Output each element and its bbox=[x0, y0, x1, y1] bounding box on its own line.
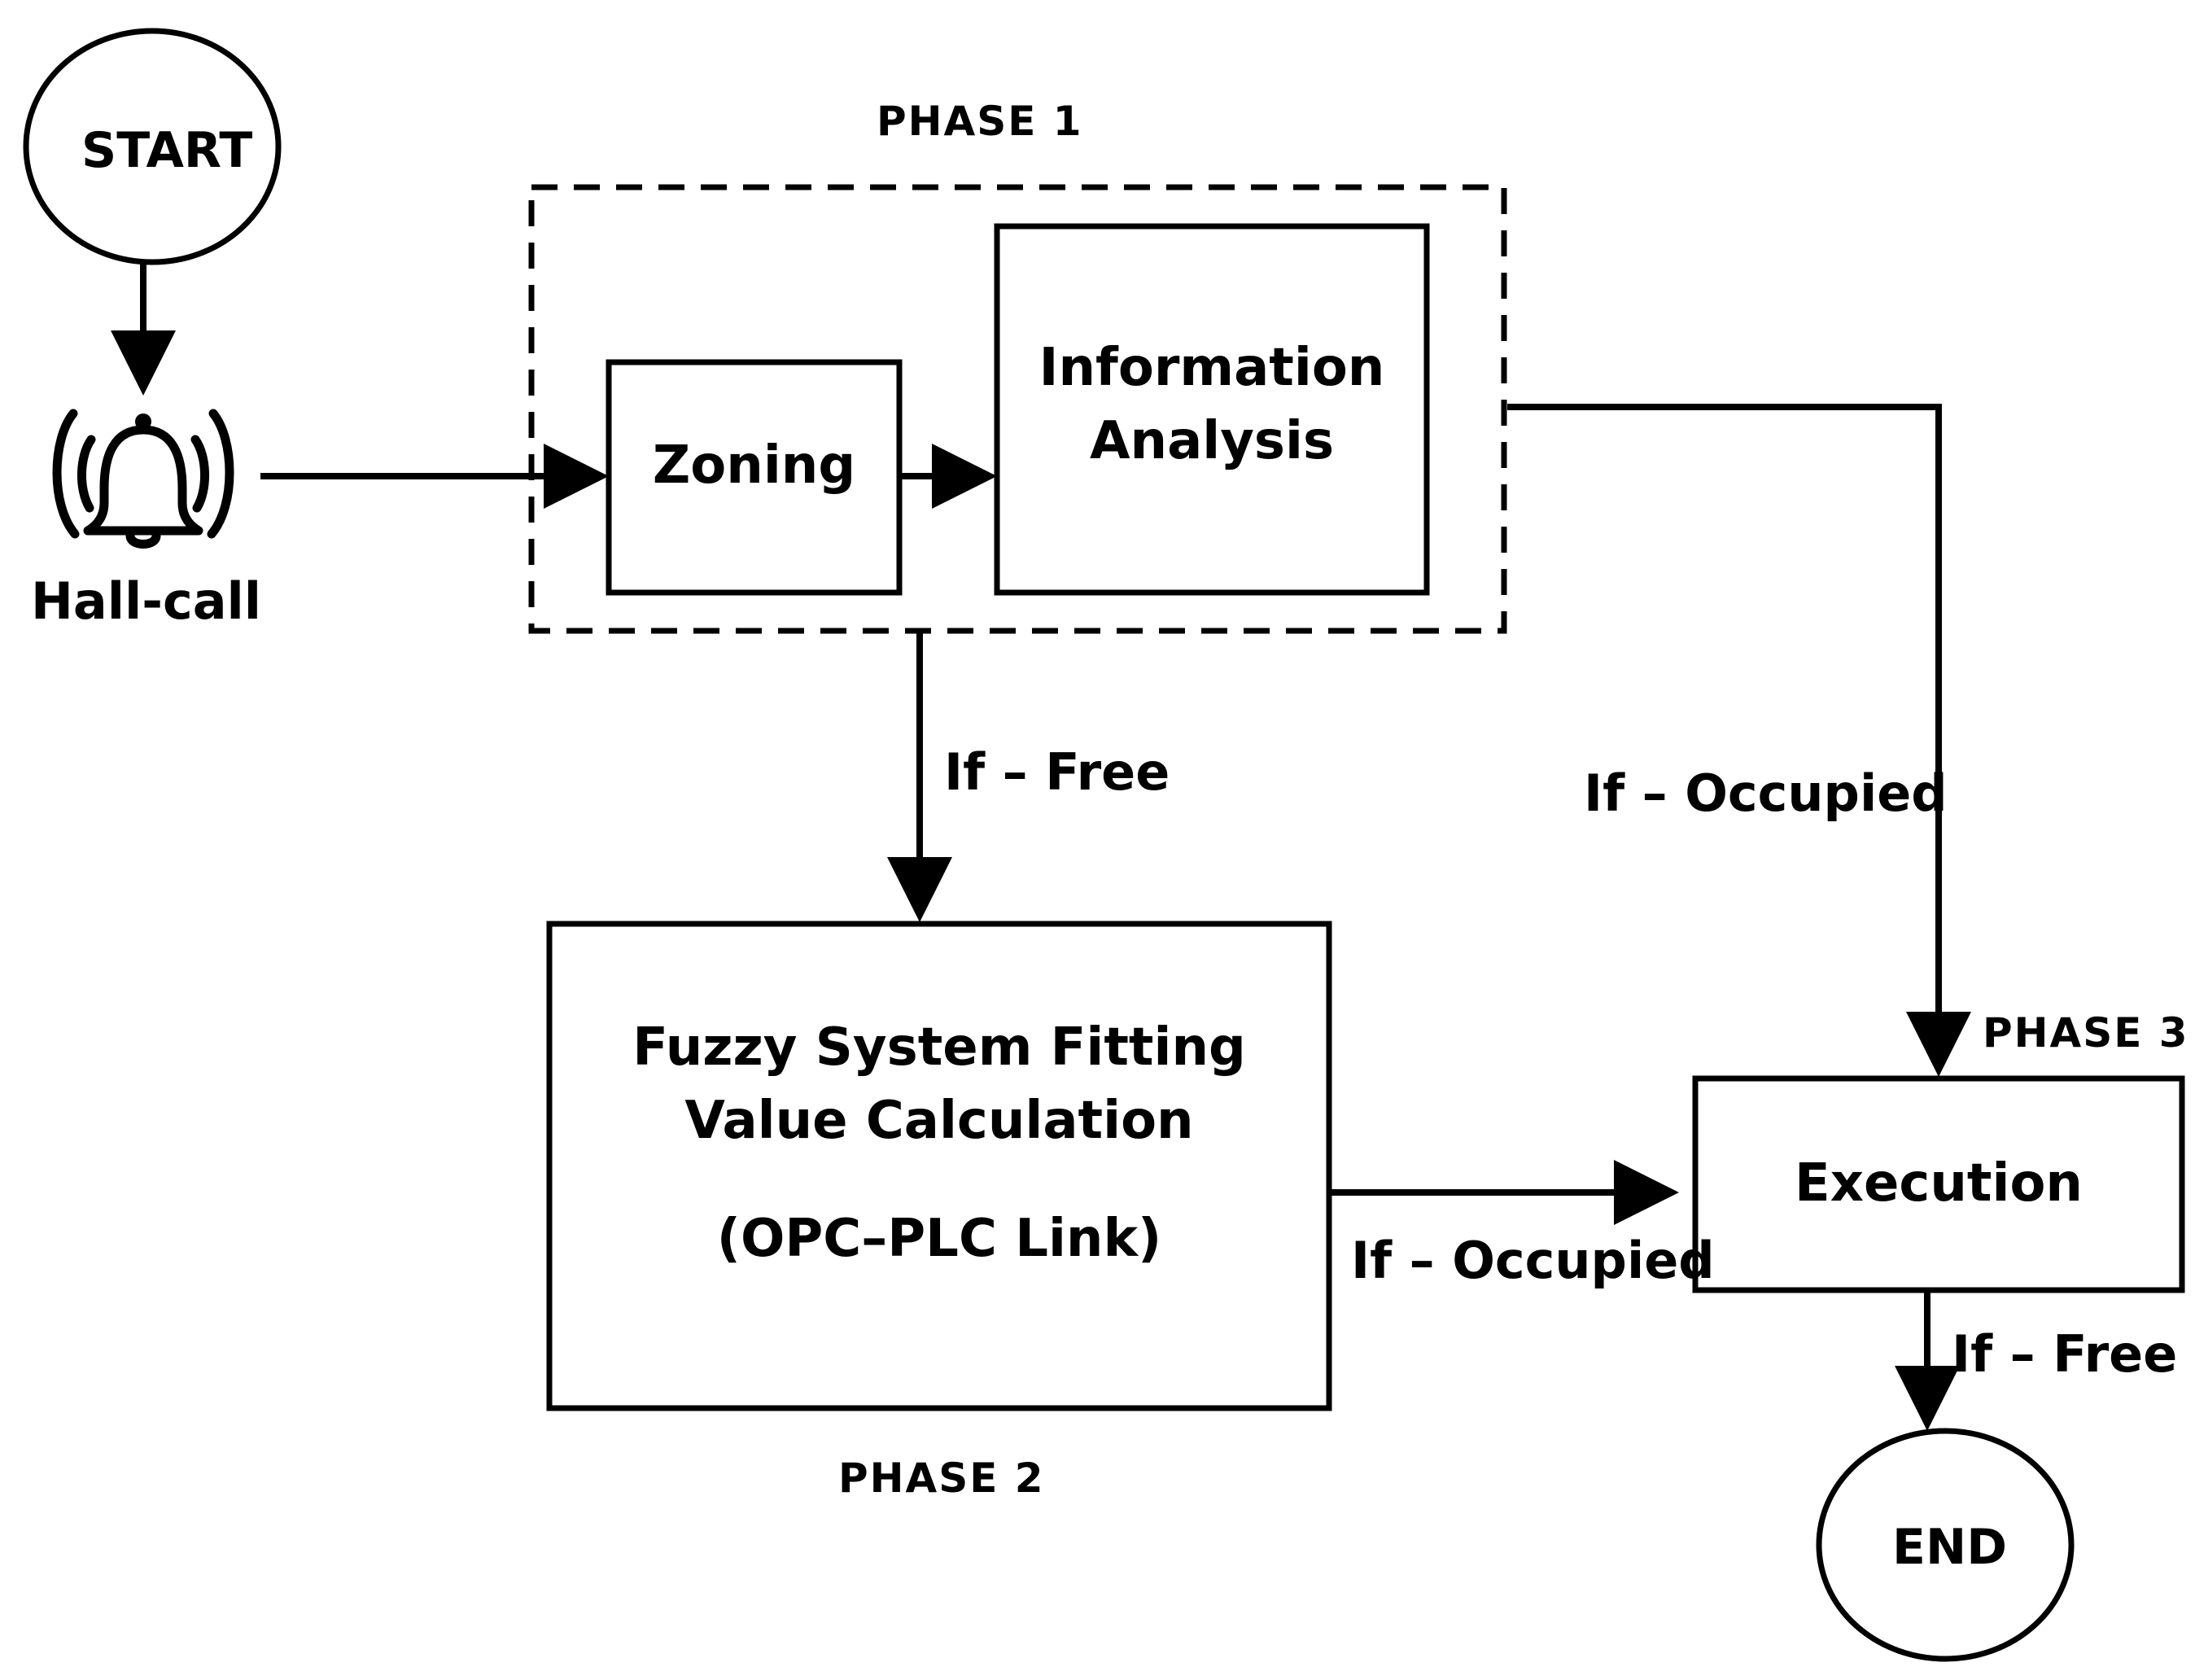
cond-phase3-free: If – Free bbox=[1952, 1324, 2178, 1384]
phase2-label: PHASE 2 bbox=[838, 1455, 1045, 1502]
fuzzy-line1: Fuzzy System Fitting bbox=[632, 1017, 1246, 1078]
zoning-label: Zoning bbox=[652, 435, 856, 496]
fuzzy-line2: Value Calculation bbox=[684, 1091, 1194, 1151]
phase1-label: PHASE 1 bbox=[877, 98, 1083, 145]
info-analysis-line2: Analysis bbox=[1089, 411, 1335, 471]
info-analysis-line1: Information bbox=[1038, 338, 1385, 398]
arrow-phase1-to-execution bbox=[1507, 404, 1971, 1077]
information-analysis-box bbox=[994, 223, 1430, 596]
end-label: END bbox=[1892, 1519, 2008, 1576]
phase3-label: PHASE 3 bbox=[1983, 1009, 2189, 1057]
start-label: START bbox=[81, 122, 253, 179]
execution-label: Execution bbox=[1795, 1153, 2083, 1214]
start-terminal bbox=[23, 28, 282, 265]
phase1-container bbox=[528, 184, 1507, 634]
end-terminal bbox=[1816, 1428, 2075, 1662]
fuzzy-line3: (OPC–PLC Link) bbox=[716, 1209, 1162, 1269]
hallcall-label: Hall-call bbox=[31, 571, 262, 631]
cond-phase2-occupied: If – Occupied bbox=[1351, 1231, 1715, 1290]
execution-box bbox=[1692, 1075, 2185, 1293]
cond-phase1-occupied: If – Occupied bbox=[1584, 763, 1948, 823]
cond-phase1-free: If – Free bbox=[944, 742, 1170, 802]
fuzzy-system-box bbox=[546, 921, 1332, 1411]
bell-ringing-icon bbox=[52, 409, 234, 549]
